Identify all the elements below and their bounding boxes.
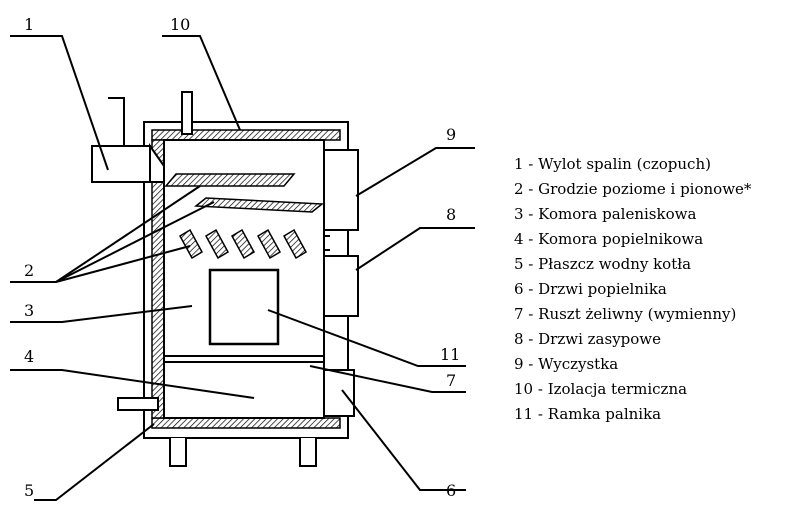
callout-10: 10 bbox=[170, 15, 190, 34]
boiler-feet bbox=[169, 438, 317, 467]
legend-item-3: 3 - Komora paleniskowa bbox=[514, 205, 696, 223]
legend-item-11: 11 - Ramka palnika bbox=[514, 405, 661, 423]
legend-item-2: 2 - Grodzie poziome i pionowe* bbox=[514, 180, 752, 198]
legend-item-5: 5 - Płaszcz wodny kotła bbox=[514, 255, 691, 273]
callout-6: 6 bbox=[446, 481, 456, 500]
callout-8: 8 bbox=[446, 205, 456, 224]
legend-item-1: 1 - Wylot spalin (czopuch) bbox=[514, 155, 711, 173]
legend-item-7: 7 - Ruszt żeliwny (wymienny) bbox=[514, 305, 736, 323]
legend-item-9: 9 - Wyczystka bbox=[514, 355, 618, 373]
right-doors bbox=[323, 149, 359, 417]
legend: 1 - Wylot spalin (czopuch) 2 - Grodzie p… bbox=[514, 155, 752, 423]
leader-lines bbox=[10, 35, 475, 501]
baffles bbox=[164, 173, 325, 260]
callout-7: 7 bbox=[446, 371, 456, 390]
insulation-bottom bbox=[151, 417, 341, 429]
legend-item-4: 4 - Komora popielnikowa bbox=[514, 230, 703, 248]
callout-3: 3 bbox=[24, 301, 34, 320]
insulation-top bbox=[151, 129, 341, 141]
callout-labels: 1 10 9 8 2 3 4 11 7 5 6 bbox=[24, 15, 460, 500]
top-pipe bbox=[181, 91, 193, 135]
callout-9: 9 bbox=[446, 125, 456, 144]
boiler-body bbox=[143, 121, 349, 439]
callout-1: 1 bbox=[24, 15, 34, 34]
callout-4: 4 bbox=[24, 347, 34, 366]
legend-item-10: 10 - Izolacja termiczna bbox=[514, 380, 687, 398]
side-outlet bbox=[117, 397, 159, 411]
ash-door bbox=[323, 369, 355, 417]
callout-11: 11 bbox=[440, 345, 460, 364]
legend-item-8: 8 - Drzwi zasypowe bbox=[514, 330, 661, 348]
callout-2: 2 bbox=[24, 261, 34, 280]
burner-frame bbox=[208, 268, 280, 346]
cleanout-door bbox=[323, 149, 359, 231]
callout-5: 5 bbox=[24, 481, 34, 500]
legend-item-6: 6 - Drzwi popielnika bbox=[514, 280, 667, 298]
feed-door bbox=[323, 255, 359, 317]
